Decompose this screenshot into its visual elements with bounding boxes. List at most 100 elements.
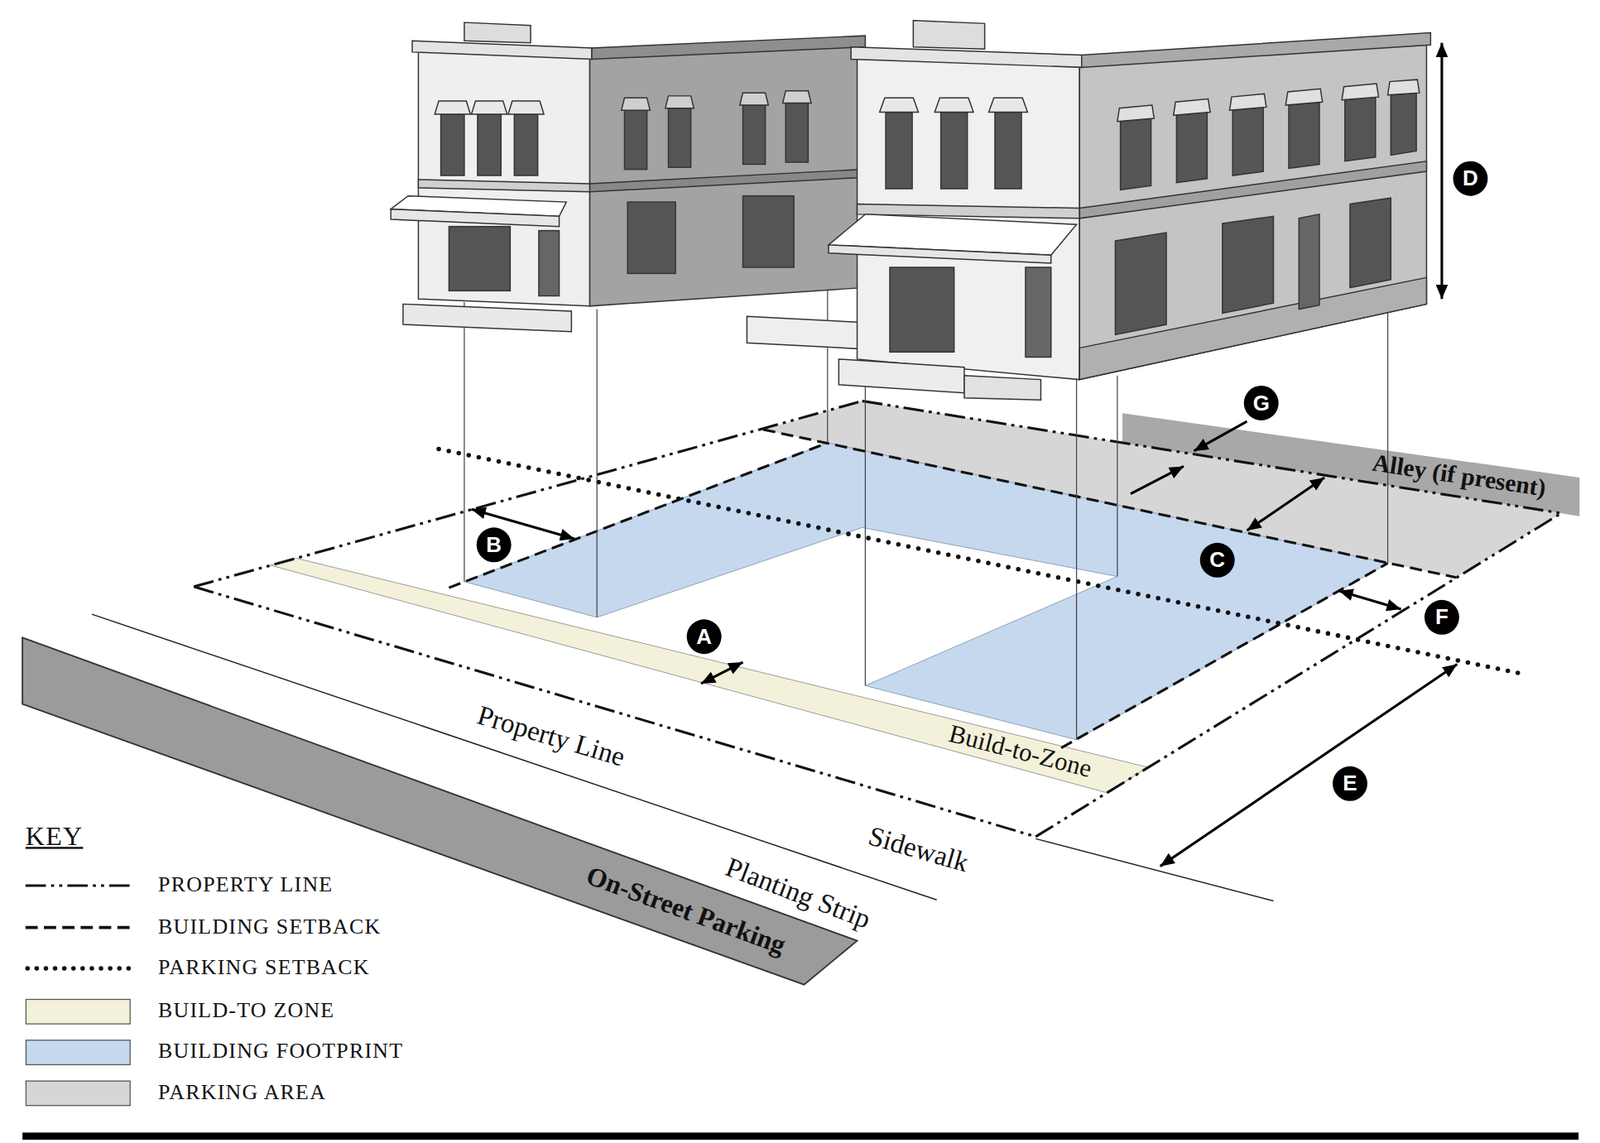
window xyxy=(1120,118,1152,190)
window xyxy=(994,112,1022,189)
facade-front xyxy=(418,45,590,306)
projection-line xyxy=(1116,375,1118,577)
awning xyxy=(508,100,544,115)
callout-letter: D xyxy=(1452,161,1488,197)
window xyxy=(514,114,538,176)
plan-label: Sidewalk xyxy=(864,821,972,879)
projection-line xyxy=(826,288,828,443)
awning xyxy=(390,209,559,227)
cornice xyxy=(850,47,1082,68)
sidewalk-edge xyxy=(1035,838,1274,901)
planter xyxy=(403,303,572,332)
property-line xyxy=(1035,513,1562,837)
legend-text: PARKING AREA xyxy=(158,1081,327,1105)
dimension-arrow xyxy=(1440,43,1443,299)
building-setback xyxy=(448,429,1456,749)
parapet xyxy=(912,20,985,50)
awning xyxy=(934,97,974,112)
door xyxy=(538,230,560,297)
window xyxy=(885,112,913,189)
storefront-window xyxy=(448,226,510,292)
steps xyxy=(964,375,1041,401)
bottom-rule xyxy=(22,1132,1579,1140)
dimension-arrow xyxy=(1338,590,1401,610)
cornice xyxy=(412,40,592,59)
property-line xyxy=(193,586,1036,837)
window xyxy=(1390,92,1417,155)
legend-heading: KEY xyxy=(25,822,84,852)
callout-letter: F xyxy=(1424,600,1460,635)
legend-swatch xyxy=(25,1081,131,1107)
window xyxy=(1288,101,1320,169)
cornice xyxy=(591,35,865,59)
awning xyxy=(1341,83,1379,101)
dimension-arrow xyxy=(1246,477,1325,531)
legend-line-sample xyxy=(25,884,133,888)
window xyxy=(627,201,676,274)
planting-strip-edge xyxy=(91,614,937,900)
window xyxy=(1222,216,1274,313)
legend-text: BUILDING FOOTPRINT xyxy=(158,1039,404,1063)
legend-text: BUILDING SETBACK xyxy=(158,915,381,939)
door xyxy=(1298,214,1320,310)
parapet xyxy=(464,22,531,44)
window xyxy=(624,110,647,170)
dimension-arrow xyxy=(701,662,744,684)
building-setback xyxy=(763,429,1456,578)
window xyxy=(1350,197,1391,288)
callout-letter: C xyxy=(1200,542,1235,578)
awning xyxy=(879,97,919,112)
legend-line-sample xyxy=(25,926,133,930)
property-line xyxy=(193,400,1562,837)
window xyxy=(1345,96,1376,162)
cornice xyxy=(1081,32,1432,68)
awning xyxy=(739,92,769,106)
legend-samples xyxy=(25,885,133,969)
window xyxy=(1176,112,1207,183)
window xyxy=(742,196,794,268)
window xyxy=(1114,232,1167,335)
window xyxy=(477,114,501,176)
stringcourse xyxy=(418,179,590,193)
left-building xyxy=(390,22,865,332)
awning xyxy=(1388,79,1420,95)
callout-letter: E xyxy=(1332,766,1368,802)
legend-text: PARKING SETBACK xyxy=(158,956,370,980)
facade-side xyxy=(590,40,863,307)
legend-swatch xyxy=(25,999,131,1025)
dimension-arrow xyxy=(1193,421,1247,452)
property-line xyxy=(193,400,862,587)
window xyxy=(941,112,968,189)
facade-side xyxy=(1079,38,1427,380)
legend-text: BUILD-TO ZONE xyxy=(158,999,335,1023)
window xyxy=(667,108,691,169)
property-line xyxy=(862,400,1562,514)
callout-letter: G xyxy=(1244,385,1279,421)
projection-line xyxy=(864,359,866,686)
awning xyxy=(1117,105,1154,122)
awning xyxy=(434,100,471,115)
awning xyxy=(989,97,1029,112)
window xyxy=(785,103,808,164)
alley-strip xyxy=(1122,413,1580,517)
building-setback xyxy=(448,442,827,588)
right-building xyxy=(746,20,1431,401)
awning xyxy=(665,96,695,109)
legend-text: PROPERTY LINE xyxy=(158,873,333,897)
legend-swatch xyxy=(25,1039,131,1066)
awning xyxy=(1173,99,1211,116)
projection-line xyxy=(1387,307,1389,563)
awning xyxy=(621,97,651,111)
plan-label: Property Line xyxy=(473,700,629,773)
projection-line xyxy=(1076,379,1077,740)
planter xyxy=(746,316,862,349)
legend-line-sample xyxy=(27,965,133,971)
dimension-arrow xyxy=(1160,664,1458,867)
awning xyxy=(1285,88,1322,106)
projection-line xyxy=(463,302,465,582)
window xyxy=(742,105,765,165)
stringcourse xyxy=(590,169,863,193)
callout-letter: A xyxy=(687,619,722,654)
awning xyxy=(1229,93,1266,111)
